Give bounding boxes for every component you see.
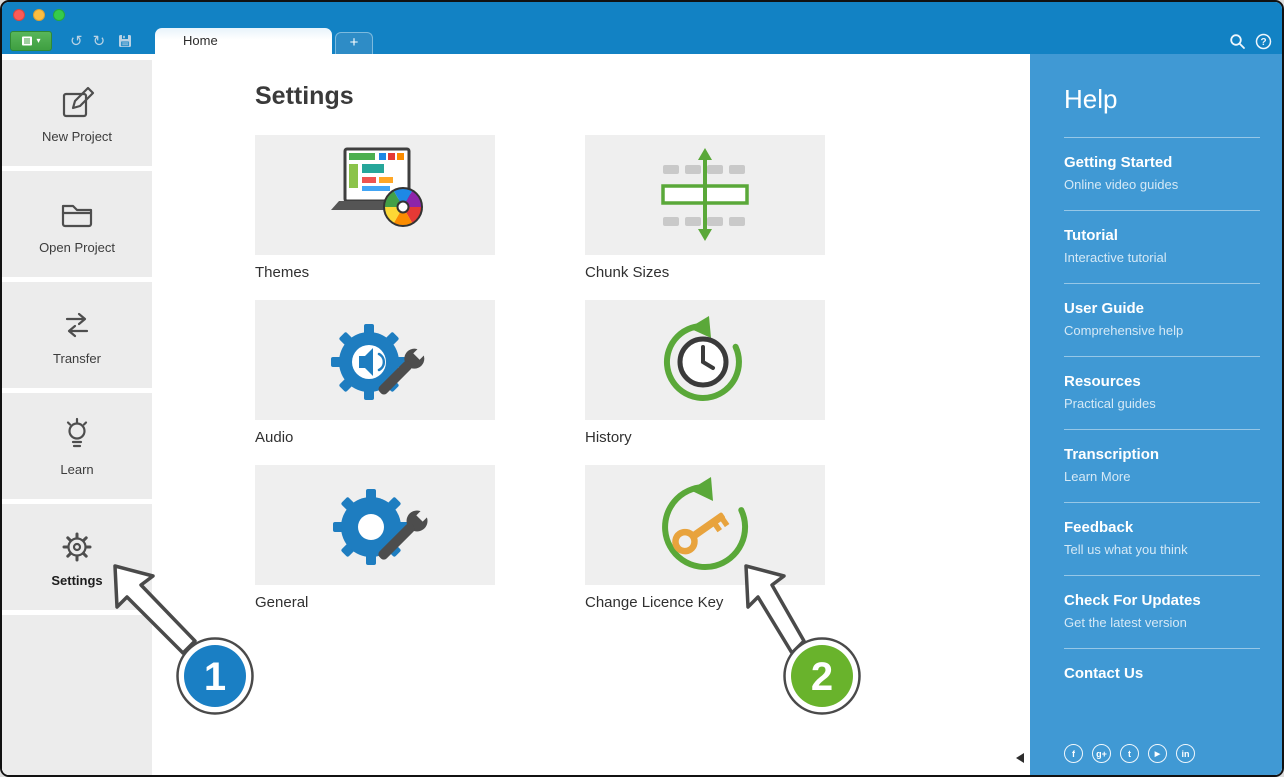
save-button[interactable]: [118, 34, 132, 48]
tile-label: Change Licence Key: [585, 594, 724, 611]
tile-label: Themes: [255, 264, 310, 281]
history-icon: [663, 316, 742, 401]
gear-icon: [62, 532, 92, 561]
sidebar-item-learn[interactable]: Learn: [2, 393, 152, 499]
sidebar-item-transfer[interactable]: Transfer: [2, 282, 152, 388]
tile-label: Chunk Sizes: [585, 264, 670, 281]
settings-tile-chunk-sizes[interactable]: Chunk Sizes: [585, 135, 825, 281]
settings-tile-change-licence-key[interactable]: Change Licence Key: [585, 465, 825, 611]
help-item-resources[interactable]: Resources Practical guides: [1064, 356, 1260, 429]
help-item-label: Contact Us: [1064, 665, 1144, 682]
help-item-feedback[interactable]: Feedback Tell us what you think: [1064, 502, 1260, 575]
help-question-glyph: ?: [1260, 37, 1266, 48]
tab-home[interactable]: Home: [155, 28, 332, 54]
youtube-icon[interactable]: ▶: [1148, 744, 1167, 763]
toolbar: ▾ ↺ ↻ Home +: [2, 28, 1282, 54]
sidebar-item-label: New Project: [41, 128, 113, 144]
plus-icon: +: [349, 34, 359, 51]
help-item-sub: Comprehensive help: [1064, 323, 1184, 338]
help-item-sub: Learn More: [1064, 469, 1131, 484]
settings-tile-general[interactable]: General: [255, 465, 495, 611]
settings-tile-themes[interactable]: Themes: [255, 135, 495, 281]
chevron-down-icon: ▾: [36, 36, 41, 45]
sidebar-item-label: Transfer: [53, 350, 101, 366]
settings-tile-audio[interactable]: Audio: [255, 300, 495, 446]
help-item-label: Getting Started: [1064, 154, 1173, 171]
facebook-icon[interactable]: f: [1064, 744, 1083, 763]
help-icon[interactable]: ?: [1255, 33, 1272, 50]
social-links: f g+ t ▶ in: [1064, 744, 1260, 775]
help-item-label: Tutorial: [1064, 227, 1118, 244]
sidebar-item-label: Open Project: [39, 239, 115, 255]
help-panel-title: Help: [1064, 84, 1118, 114]
tile-label: Audio: [255, 429, 294, 446]
pencil-icon: [62, 86, 95, 117]
tile-surface: [585, 300, 825, 420]
help-item-contact-us[interactable]: Contact Us: [1064, 648, 1260, 700]
help-item-sub: Tell us what you think: [1064, 542, 1188, 557]
tile-label: General: [255, 594, 309, 611]
floppy-icon: [119, 35, 132, 47]
tile-surface: [255, 465, 495, 585]
settings-grid: Themes: [255, 135, 1008, 611]
page-title: Settings: [255, 82, 354, 110]
google-plus-icon[interactable]: g+: [1092, 744, 1111, 763]
redo-button[interactable]: ↻: [92, 32, 106, 50]
undo-button[interactable]: ↺: [70, 32, 83, 50]
sidebar-item-settings[interactable]: Settings: [2, 504, 152, 610]
themes-icon: [331, 147, 423, 227]
help-item-label: Feedback: [1064, 519, 1134, 536]
titlebar: [2, 2, 1282, 28]
toolbar-right: ?: [1229, 28, 1272, 54]
help-item-label: Check For Updates: [1064, 592, 1201, 609]
sidebar-item-label: Learn: [60, 461, 94, 477]
help-item-transcription[interactable]: Transcription Learn More: [1064, 429, 1260, 502]
tile-label: History: [585, 429, 632, 446]
panel-collapse-strip: [1008, 54, 1030, 775]
main-menu-button[interactable]: ▾: [10, 31, 52, 51]
settings-tile-history[interactable]: History: [585, 300, 825, 446]
collapse-panel-button[interactable]: [1016, 753, 1024, 763]
help-item-tutorial[interactable]: Tutorial Interactive tutorial: [1064, 210, 1260, 283]
sidebar: New Project Open Project Transfer: [2, 54, 152, 775]
help-item-getting-started[interactable]: Getting Started Online video guides: [1064, 137, 1260, 210]
zoom-button[interactable]: [53, 9, 65, 21]
audio-icon: [331, 324, 429, 400]
tile-surface: [585, 135, 825, 255]
help-item-sub: Get the latest version: [1064, 615, 1187, 630]
general-icon: [333, 489, 433, 565]
list-icon: [22, 36, 33, 46]
help-item-sub: Online video guides: [1064, 177, 1179, 192]
linkedin-icon[interactable]: in: [1176, 744, 1195, 763]
transfer-arrows-icon: [65, 312, 89, 337]
help-item-check-for-updates[interactable]: Check For Updates Get the latest version: [1064, 575, 1260, 648]
main-content: Settings: [152, 54, 1008, 775]
chunk-sizes-icon: [661, 148, 749, 241]
folder-icon: [61, 204, 93, 227]
lightbulb-icon: [66, 417, 88, 447]
sidebar-item-new-project[interactable]: New Project: [2, 60, 152, 166]
help-item-label: User Guide: [1064, 300, 1145, 317]
app-body: New Project Open Project Transfer: [2, 54, 1282, 775]
new-tab-button[interactable]: +: [335, 32, 373, 54]
minimize-button[interactable]: [33, 9, 45, 21]
help-item-sub: Practical guides: [1064, 396, 1156, 411]
help-item-user-guide[interactable]: User Guide Comprehensive help: [1064, 283, 1260, 356]
tile-surface: [585, 465, 825, 585]
search-icon[interactable]: [1229, 33, 1246, 50]
tile-surface: [255, 135, 495, 255]
sidebar-item-label: Settings: [51, 572, 103, 588]
sidebar-filler: [2, 615, 152, 775]
help-panel: Help Getting Started Online video guides…: [1030, 54, 1282, 775]
sidebar-item-open-project[interactable]: Open Project: [2, 171, 152, 277]
tab-home-label: Home: [183, 33, 218, 48]
help-item-sub: Interactive tutorial: [1064, 250, 1167, 265]
close-button[interactable]: [13, 9, 25, 21]
tile-surface: [255, 300, 495, 420]
twitter-icon[interactable]: t: [1120, 744, 1139, 763]
help-item-label: Resources: [1064, 373, 1141, 390]
help-item-label: Transcription: [1064, 446, 1160, 463]
licence-key-icon: [662, 477, 749, 571]
